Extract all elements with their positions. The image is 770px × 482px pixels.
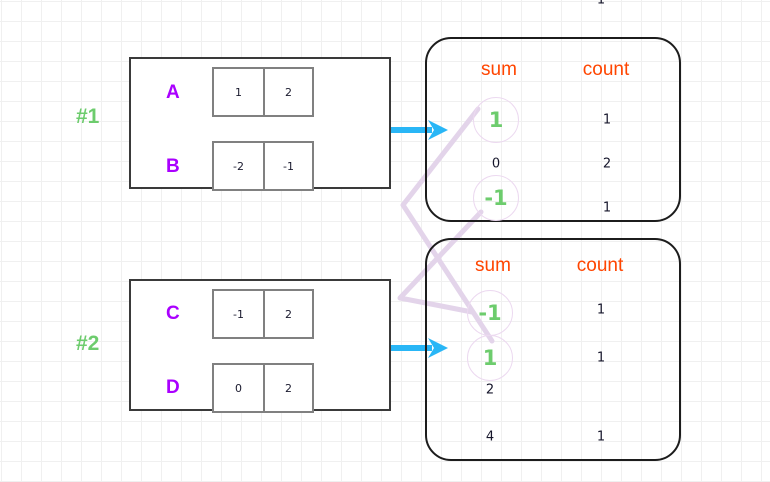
table-1-header-count: count <box>582 59 630 80</box>
row-letter-b: B <box>166 156 180 177</box>
pair-c-cell-1: 2 <box>263 291 312 337</box>
table-2-row-0-count: 1 <box>596 302 606 318</box>
table-1-row-2-sum: -1 <box>484 186 508 210</box>
pair-b-cell-1: -1 <box>263 143 312 189</box>
link-sum-1-path <box>400 106 495 344</box>
pair-d-cell-0: 0 <box>235 381 242 395</box>
table-2-header-count: count <box>576 255 624 276</box>
table-1-row-2-highlight-circle <box>473 175 519 221</box>
pair-d: 0 2 <box>212 363 314 413</box>
table-2-row-2-sum: 2 <box>485 382 495 398</box>
table-2-row-1-highlight-circle <box>467 335 513 381</box>
table-1-row-0-highlight-circle <box>473 97 519 143</box>
result-panel-1 <box>425 37 681 222</box>
row-letter-d: D <box>166 377 180 398</box>
pair-a-cell-0: 1 <box>235 85 242 99</box>
pair-b-cell-0: -2 <box>233 159 244 173</box>
pair-c: -1 2 <box>212 289 314 339</box>
table-1-row-0-count: 1 <box>602 112 612 128</box>
row-letter-c: C <box>166 303 180 324</box>
arrow-group1-to-table1 <box>385 120 448 140</box>
table-2-row-1-sum: 1 <box>482 346 498 370</box>
table-1-row-2-count: 1 <box>602 200 612 216</box>
pair-b: -2 -1 <box>212 141 314 191</box>
table-2-row-0-sum: -1 <box>478 301 502 325</box>
arrow-group2-to-table2 <box>385 338 448 358</box>
group-label-2: #2 <box>76 332 100 355</box>
pair-c-cell-0: -1 <box>233 307 244 321</box>
result-panel-2 <box>425 238 681 461</box>
table-2-row-3-sum: 4 <box>485 429 495 445</box>
table-1-row-1-sum: 0 <box>491 156 501 172</box>
link-sum-minus-1-path <box>397 209 484 315</box>
table-2-row-2-count: 1 <box>596 0 606 8</box>
pair-d-cell-1: 2 <box>263 365 312 411</box>
table-2-row-1-count: 1 <box>596 350 606 366</box>
pair-a: 1 2 <box>212 67 314 117</box>
table-1-row-0-sum: 1 <box>488 108 504 132</box>
group-label-1: #1 <box>76 105 100 128</box>
table-1-header-sum: sum <box>481 59 517 80</box>
pair-a-cell-1: 2 <box>263 69 312 115</box>
table-2-header-sum: sum <box>475 255 511 276</box>
table-1-row-1-count: 2 <box>602 156 612 172</box>
table-2-row-3-count: 1 <box>596 429 606 445</box>
row-letter-a: A <box>166 82 180 103</box>
